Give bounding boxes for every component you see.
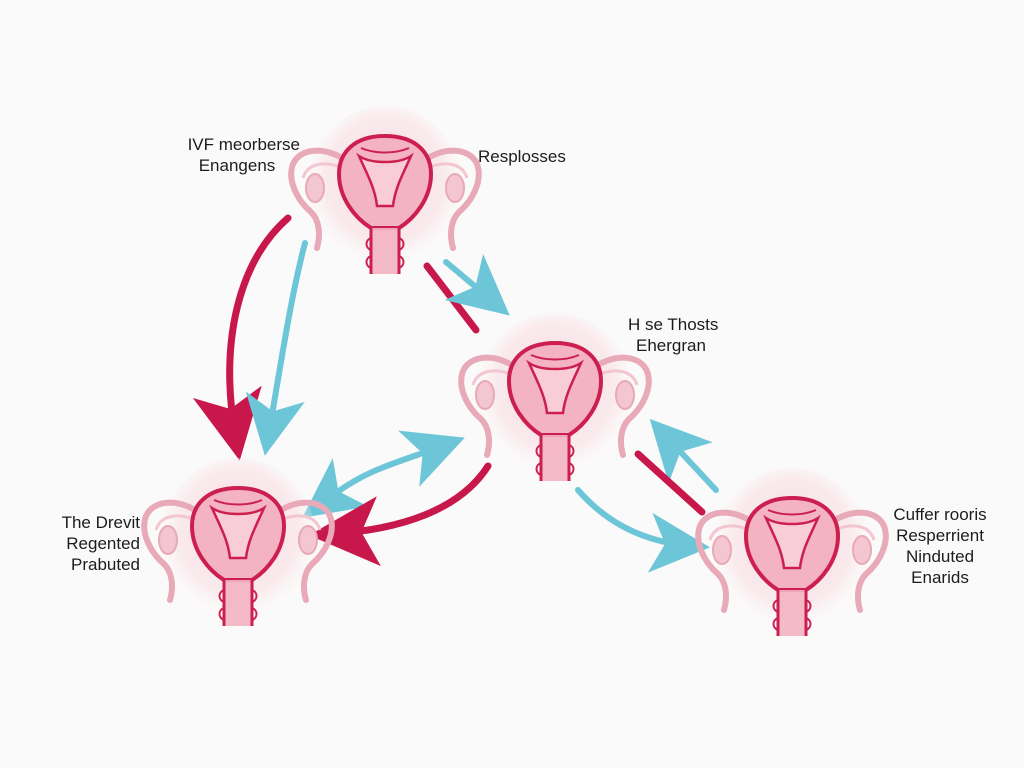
arrow-top-to-middle-cyan [443, 254, 510, 316]
arrow-bottom-right-to-middle-red [634, 450, 706, 516]
arrow-top-to-middle-red [423, 262, 480, 334]
node-bottom-left-uterus-icon [144, 458, 332, 626]
label-bottom-left: The Drevit Regented Prabuted [61, 513, 140, 574]
arrow-middle-to-bottom-right-cyan [575, 487, 710, 573]
label-top-left: IVF meorberse Enangens [187, 135, 300, 175]
label-top-right: Resplosses [478, 147, 566, 166]
arrow-top-to-bottom-left-cyan [245, 240, 308, 456]
arrow-bottom-right-to-middle-cyan [649, 418, 719, 493]
node-middle-uterus-icon [461, 313, 649, 481]
node-top-uterus-icon [291, 106, 479, 274]
arrows [192, 214, 719, 573]
arrow-middle-bottom-left-cyan-bidirectional [302, 430, 465, 518]
arrow-middle-to-bottom-left-red [309, 462, 492, 567]
label-bottom-right: Cuffer rooris Resperrient Ninduted Enari… [893, 505, 987, 587]
label-middle-right: H se Thosts Ehergran [628, 315, 719, 355]
node-bottom-right-uterus-icon [698, 468, 886, 636]
arrow-top-to-bottom-left-red [192, 214, 292, 461]
